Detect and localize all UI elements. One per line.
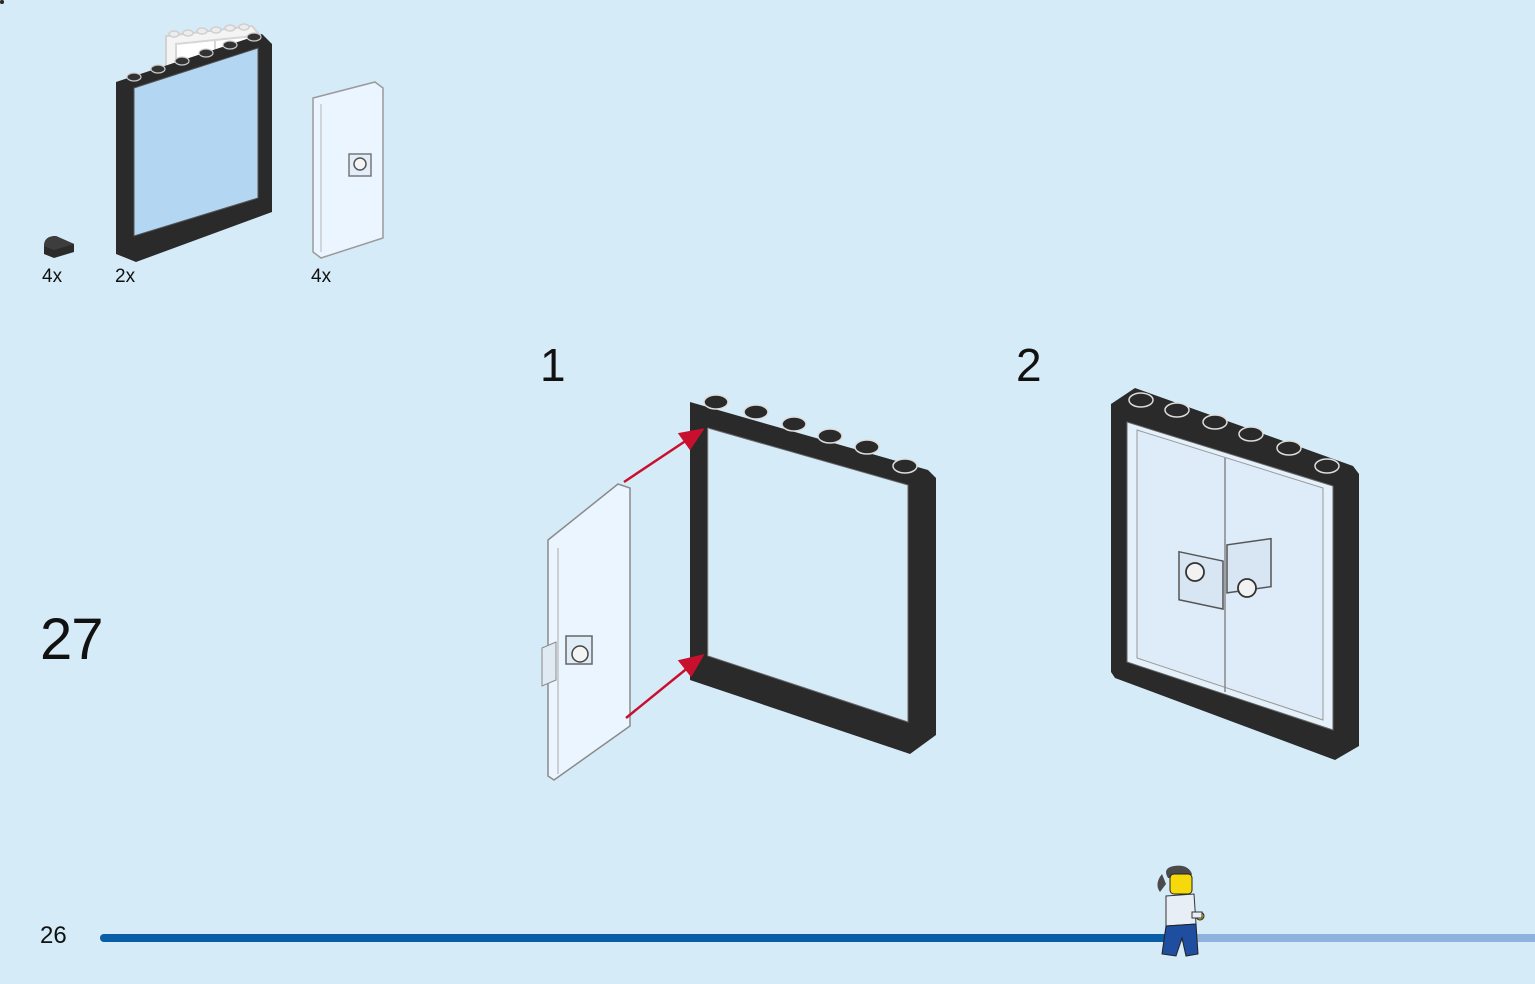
page-number: 26: [40, 922, 67, 949]
glass-door-part: [312, 81, 384, 259]
progress-fill: [100, 934, 1177, 942]
step-number: 27: [40, 607, 104, 672]
quarter-round-tile-part: [44, 236, 74, 258]
substep-1-illustration: [541, 394, 936, 781]
part-qty-door: 4x: [311, 266, 332, 287]
arrow-top: [623, 428, 705, 484]
arrow-bottom: [625, 654, 705, 719]
part-qty-frame: 2x: [115, 266, 136, 287]
substep-2-number: 2: [1016, 339, 1042, 391]
parts-panel: 4x 2x 4x: [0, 0, 384, 287]
window-frame-part: [116, 32, 272, 262]
substep-1-number: 1: [540, 339, 566, 391]
progress-track: [100, 934, 1535, 942]
part-qty-tile: 4x: [42, 266, 63, 287]
minifigure-icon: [1157, 865, 1205, 957]
substep-2-illustration: [1111, 388, 1359, 760]
